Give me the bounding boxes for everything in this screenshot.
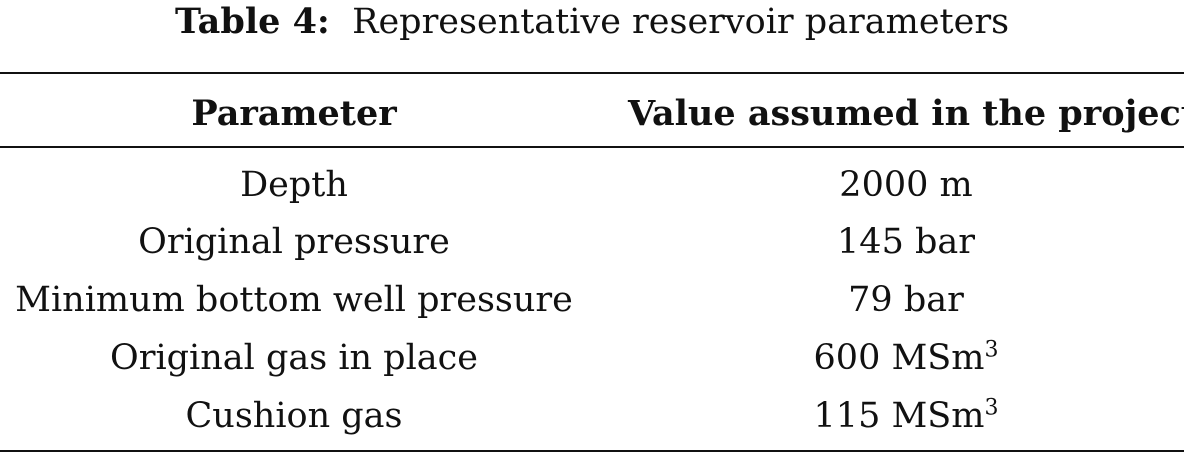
table-caption-label: Table 4: (174, 1, 330, 42)
cell-parameter-original-gas-in-place: Original gas in place (110, 338, 478, 378)
table-header-rule (0, 146, 1184, 148)
cell-value-cushion-gas: 115 MSm3 (628, 395, 1184, 437)
cell-value-min-bottom-well-pressure: 79 bar (628, 279, 1184, 321)
cell-value-original-gas-in-place: 600 MSm3 (628, 337, 1184, 379)
cell-value-superscript: 3 (984, 337, 999, 363)
cell-value-superscript: 3 (984, 395, 999, 421)
header-value: Value assumed in the project (628, 93, 1184, 134)
table-bottom-rule (0, 450, 1184, 452)
cell-value-depth: 2000 m (628, 164, 1184, 206)
cell-value-text: 2000 m (839, 165, 973, 205)
table-top-rule (0, 72, 1184, 74)
cell-value-text: 145 bar (837, 222, 975, 262)
cell-parameter-original-pressure: Original pressure (138, 222, 450, 262)
cell-value-text: 79 bar (848, 280, 964, 320)
table-caption: Table 4: Representative reservoir parame… (0, 1, 1184, 43)
header-parameter: Parameter (191, 93, 397, 134)
cell-value-text: 600 MSm (813, 338, 985, 378)
cell-value-original-pressure: 145 bar (628, 221, 1184, 263)
cell-value-text: 115 MSm (813, 396, 985, 436)
cell-parameter-depth: Depth (240, 165, 348, 205)
cell-parameter-min-bottom-well-pressure: Minimum bottom well pressure (15, 280, 573, 320)
cell-parameter-cushion-gas: Cushion gas (185, 396, 403, 436)
table-caption-text: Representative reservoir parameters (352, 2, 1010, 42)
